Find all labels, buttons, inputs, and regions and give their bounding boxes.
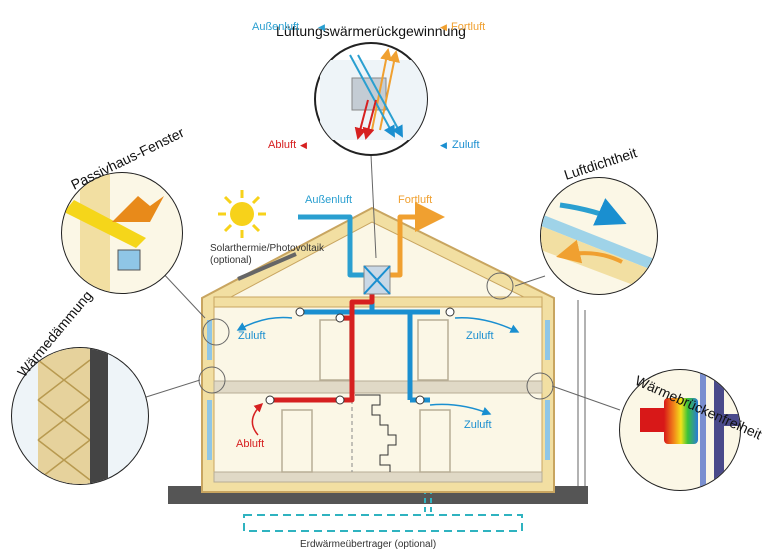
solar-optional-label: (optional) (210, 255, 252, 266)
callout-insulation: Wärmedämmung (11, 287, 149, 485)
callout-thermal-bridge: Wärmebrückenfreiheit (619, 369, 764, 491)
house (201, 206, 586, 493)
vent-title: Lüftungswärmerückgewinnung (276, 23, 466, 39)
zuluft-upper-left-label: Zuluft (238, 330, 266, 342)
svg-text:◀: ◀ (440, 22, 447, 32)
house-aussenluft-label: Außenluft (305, 194, 352, 206)
vent-zuluft-label: Zuluft (452, 139, 480, 151)
arrow-zuluft-upper-right (454, 317, 520, 333)
ground-heat-label: Erdwärmeübertrager (optional) (300, 539, 436, 550)
vent-abluft-label: Abluft (268, 139, 296, 151)
solar-panel-icon (237, 252, 297, 281)
house-fortluft-label: Fortluft (398, 194, 432, 206)
arrow-zuluft-upper-left (236, 316, 293, 331)
heat-exchanger-icon (363, 265, 391, 295)
callout-window: Passivhaus-Fenster (61, 124, 187, 294)
arrow-abluft-lower-left (251, 402, 264, 436)
vent-aussenluft-label: Außenluft (252, 21, 299, 33)
thermal-bridge-icon (664, 398, 698, 444)
staircase (355, 394, 397, 472)
vent-fortluft-label: Fortluft (451, 21, 485, 33)
zuluft-upper-right-label: Zuluft (466, 330, 494, 342)
arrow-zuluft-lower-right (429, 403, 492, 416)
solar-label: Solarthermie/Photovoltaik (210, 243, 325, 254)
svg-text:◀: ◀ (440, 140, 447, 150)
sun-icon (218, 190, 266, 238)
svg-text:◀: ◀ (318, 22, 325, 32)
ground-heat-exchanger (243, 514, 523, 532)
window-icon (117, 249, 141, 271)
callout-ventilation: Lüftungswärmerückgewinnung Außenluft For… (252, 21, 485, 156)
svg-text:◀: ◀ (300, 140, 307, 150)
zuluft-lower-right-label: Zuluft (464, 419, 492, 431)
callout-airtight: Luftdichtheit (540, 144, 658, 295)
abluft-lower-left-label: Abluft (236, 438, 264, 450)
